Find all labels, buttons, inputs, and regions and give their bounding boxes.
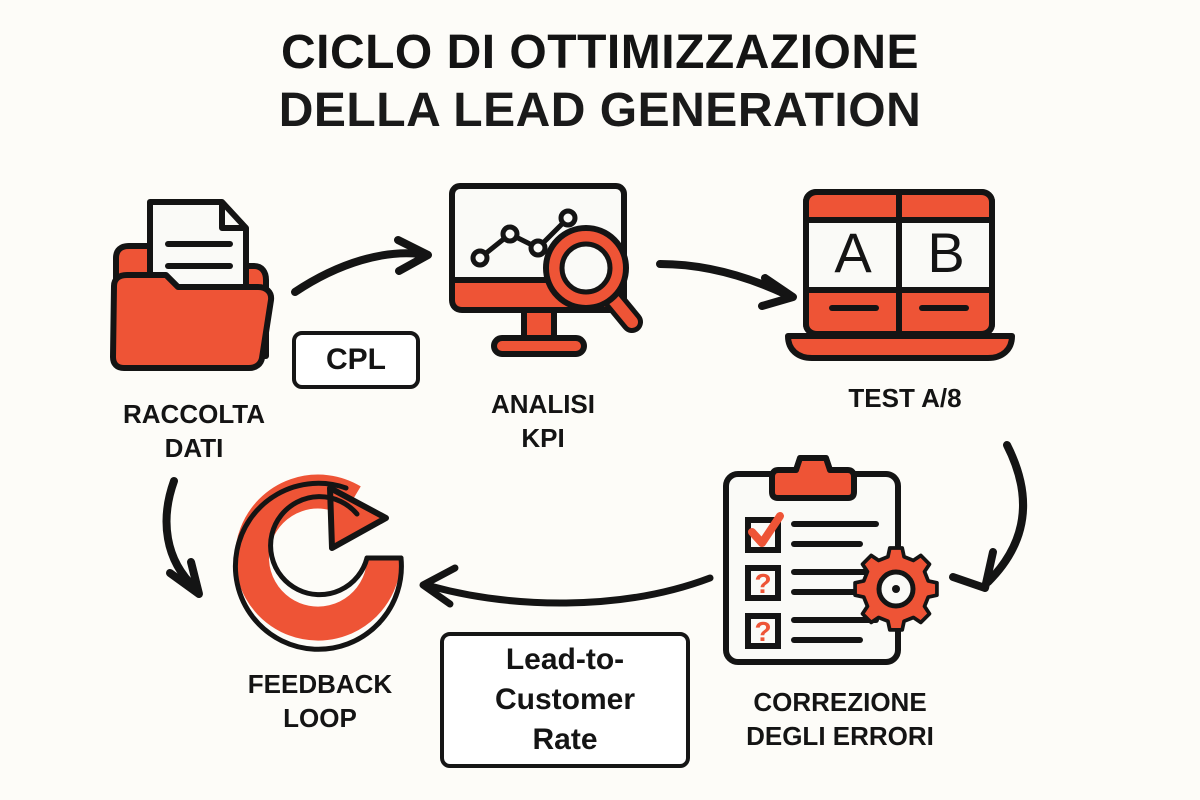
laptop-panel-b-letter: B [927, 221, 964, 284]
monitor-chart-magnifier-icon [428, 176, 658, 381]
badge-lead-to-customer-rate[interactable]: Lead-to- Customer Rate [440, 632, 690, 768]
laptop-panel-a-letter: A [834, 221, 872, 284]
gear-icon [853, 546, 939, 632]
clipboard-gear-icon: ? ? [700, 448, 980, 679]
node-analisi-kpi[interactable]: ANALISI KPI [428, 176, 658, 455]
node-feedback-loop[interactable]: FEEDBACK LOOP [210, 466, 430, 735]
circular-arrow-loop-icon [220, 466, 420, 661]
svg-text:?: ? [754, 616, 771, 647]
arrow-analisi-to-test [656, 260, 797, 310]
node-label-analisi-kpi: ANALISI KPI [491, 389, 595, 453]
badge-lead-to-customer-rate-text: Lead-to- Customer Rate [494, 643, 636, 756]
badge-cpl[interactable]: CPL [292, 331, 420, 389]
node-label-feedback-loop: FEEDBACK LOOP [247, 669, 393, 733]
node-test-ab[interactable]: A B TEST A/8 [780, 180, 1030, 415]
arrow-raccolta-to-analisi [291, 236, 432, 296]
node-label-raccolta-dati: RACCOLTA DATI [122, 399, 265, 463]
laptop-ab-split-icon: A B [780, 180, 1030, 375]
arrow-correzione-to-feedback [419, 564, 714, 608]
badge-cpl-text: CPL [326, 343, 386, 376]
node-label-test-ab: TEST A/8 [848, 383, 962, 413]
title-line-1: CICLO DI OTTIMIZZAZIONE [280, 26, 920, 79]
arrow-raccolta-to-feedback [162, 477, 203, 598]
folder-document-icon [94, 186, 294, 391]
page-title: CICLO DI OTTIMIZZAZIONE DELLA LEAD GENER… [0, 24, 1200, 140]
svg-text:?: ? [754, 568, 771, 599]
node-raccolta-dati[interactable]: RACCOLTA DATI [84, 186, 304, 465]
node-label-correzione-errori: CORREZIONE DEGLI ERRORI [746, 687, 934, 751]
node-correzione-errori[interactable]: ? ? CORREZIONE DEGLI ERRORI [700, 448, 980, 753]
title-line-2: DELLA LEAD GENERATION [278, 84, 922, 137]
